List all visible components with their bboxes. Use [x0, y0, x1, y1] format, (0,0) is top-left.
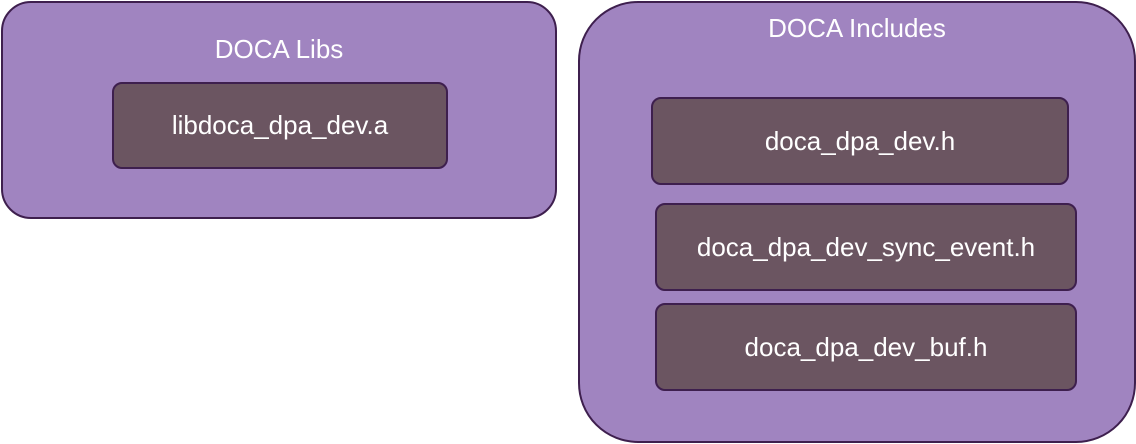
doca-libs-group: DOCA Libs libdoca_dpa_dev.a — [1, 1, 557, 219]
doca-libs-title: DOCA Libs — [214, 34, 344, 64]
doca-dpa-dev-buf-h-box: doca_dpa_dev_buf.h — [655, 303, 1077, 391]
libdoca-dpa-dev-a-box: libdoca_dpa_dev.a — [112, 82, 448, 169]
doca-includes-group: DOCA Includes doca_dpa_dev.h doca_dpa_de… — [578, 1, 1136, 443]
doca-includes-title: DOCA Includes — [768, 13, 946, 43]
doca-dpa-dev-sync-event-h-box: doca_dpa_dev_sync_event.h — [655, 203, 1077, 291]
doca-dpa-dev-h-box: doca_dpa_dev.h — [651, 97, 1069, 185]
